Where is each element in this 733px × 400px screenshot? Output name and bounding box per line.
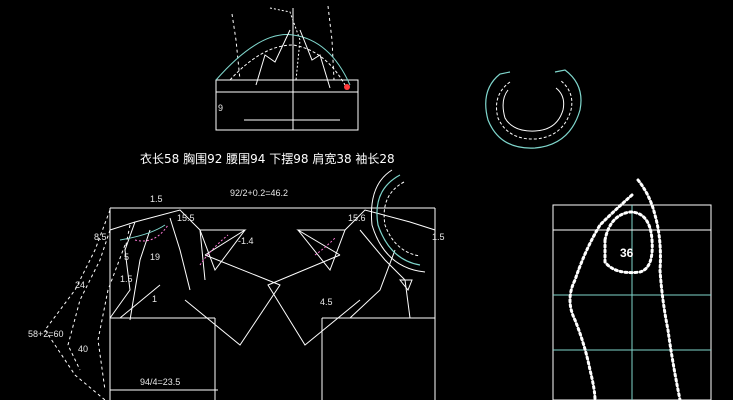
chest-formula: 92/2+0.2=46.2 bbox=[230, 188, 288, 198]
sleeve-cap-curve-inner bbox=[229, 44, 346, 86]
sleeve-marker-dot bbox=[344, 84, 350, 90]
back-armhole-outer bbox=[370, 169, 426, 273]
figure-grid bbox=[552, 204, 712, 400]
front-neck-dashed bbox=[134, 224, 169, 242]
label-d: 15.6 bbox=[348, 213, 366, 223]
front-diag bbox=[119, 284, 161, 319]
label-k: 1 bbox=[152, 294, 157, 304]
back-shoulder bbox=[296, 209, 436, 256]
measurement-line: 衣长58 胸围92 腰围94 下摆98 肩宽38 袖长28 bbox=[140, 151, 395, 166]
front-panel bbox=[184, 254, 281, 346]
label-b: 15.5 bbox=[177, 213, 195, 223]
sleeve-box bbox=[215, 79, 359, 131]
front-dashed-lines bbox=[44, 209, 131, 400]
front-neck-line bbox=[109, 221, 136, 319]
sleeve-pattern bbox=[215, 5, 359, 131]
dash-4 bbox=[44, 329, 106, 400]
dash-3 bbox=[97, 244, 126, 391]
back-princess-line bbox=[359, 229, 411, 319]
figure-label: 36 bbox=[620, 246, 634, 260]
figure-silhouette bbox=[568, 178, 682, 400]
sleeve-cap-curve bbox=[215, 34, 351, 86]
label-l: 40 bbox=[78, 344, 88, 354]
dash-2 bbox=[67, 229, 111, 371]
label-a: 1.5 bbox=[150, 194, 163, 204]
label-g: 5 bbox=[124, 252, 129, 262]
back-diag bbox=[349, 249, 396, 319]
waist-formula: 94/4=23.5 bbox=[140, 377, 180, 387]
back-notch bbox=[398, 279, 413, 291]
back-armhole-dashed bbox=[383, 181, 421, 257]
sleeve-label-9: 9 bbox=[218, 103, 223, 113]
body-pattern bbox=[109, 207, 436, 400]
front-shoulder bbox=[109, 209, 247, 256]
label-c: -1.4 bbox=[238, 236, 254, 246]
front-dart-line bbox=[199, 229, 206, 281]
label-m: 4.5 bbox=[320, 297, 333, 307]
label-e: 1.5 bbox=[432, 232, 445, 242]
dash-1 bbox=[44, 209, 111, 331]
front-dart-triangle bbox=[199, 229, 246, 272]
label-f: 8.5 bbox=[94, 232, 107, 242]
sleeve-dashed-mid bbox=[269, 7, 301, 81]
back-dart-triangle bbox=[296, 229, 346, 271]
figure-front-line bbox=[568, 193, 634, 400]
label-i: 1.5 bbox=[120, 274, 133, 284]
front-neck-curve bbox=[119, 224, 166, 241]
figure-head bbox=[603, 210, 654, 274]
label-j: 24 bbox=[75, 280, 85, 290]
back-armhole-curve bbox=[376, 174, 421, 266]
front-princess-line bbox=[169, 217, 191, 291]
back-panel bbox=[267, 254, 361, 346]
figure-back-line bbox=[636, 178, 682, 400]
sleeve-guide-left bbox=[255, 29, 291, 86]
collar-ring bbox=[485, 69, 582, 149]
back-dart-dashed bbox=[314, 237, 336, 256]
dash-5 bbox=[124, 224, 131, 251]
collar-outer bbox=[485, 69, 582, 149]
collar-inner bbox=[502, 87, 565, 132]
front-inner-line bbox=[129, 229, 151, 321]
collar-middle bbox=[496, 79, 573, 140]
length-formula: 58+2=60 bbox=[28, 329, 64, 339]
front-dart-dashed bbox=[199, 234, 229, 266]
label-h: 19 bbox=[150, 252, 160, 262]
body-curves bbox=[119, 169, 426, 273]
sleeve-dashed-left bbox=[231, 13, 241, 81]
sleeve-guide-right bbox=[299, 29, 331, 89]
sleeve-dashed-right bbox=[327, 5, 335, 81]
